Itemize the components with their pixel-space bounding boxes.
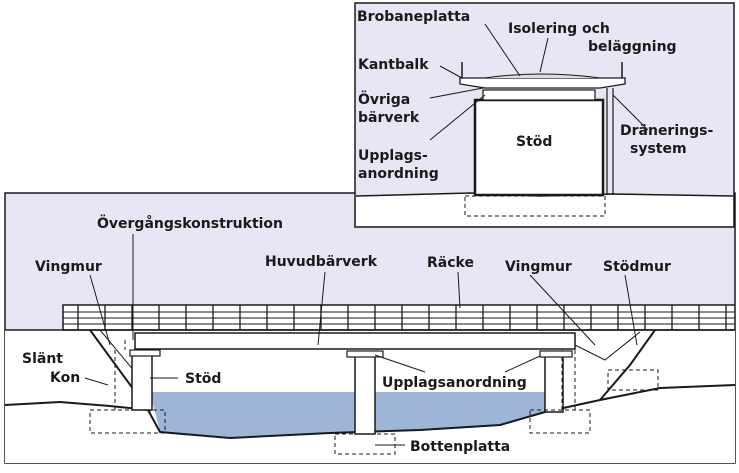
label-upplags-1: Upplags- <box>358 148 428 164</box>
label-stod-section: Stöd <box>516 134 552 150</box>
water <box>150 392 545 438</box>
section-surfacing <box>484 73 601 79</box>
label-vingmur-left: Vingmur <box>35 259 102 275</box>
label-brobaneplatta: Brobaneplatta <box>357 9 470 25</box>
bearing-left <box>129 349 161 357</box>
slope-left-inner <box>99 329 136 373</box>
leader-racke <box>457 271 461 309</box>
railing <box>62 304 735 331</box>
slope-right-inner <box>574 331 641 361</box>
leader-kantbalk <box>439 65 463 79</box>
pier-middle <box>354 355 376 435</box>
label-stod: Stöd <box>185 371 221 387</box>
label-overgangskonstruktion: Övergångskonstruktion <box>97 214 283 232</box>
leader-vingmur-left <box>89 274 111 346</box>
label-isolering-1: Isolering och <box>508 21 610 37</box>
foundation-left <box>89 409 166 434</box>
section-deck <box>459 77 626 89</box>
main-leaders <box>84 234 638 446</box>
leader-vingmur-right <box>529 274 596 346</box>
leader-brobaneplatta <box>484 23 521 77</box>
section-railing-posts <box>461 62 623 78</box>
label-racke: Räcke <box>427 255 474 271</box>
label-kon: Kon <box>50 370 80 386</box>
leader-kon <box>84 377 109 386</box>
section-leaders <box>429 23 649 141</box>
main-view: Övergångskonstruktion Vingmur Huvudbärve… <box>4 192 736 464</box>
label-upplagsanordning: Upplagsanordning <box>382 375 527 391</box>
leader-upplags <box>374 354 541 373</box>
bearing-middle <box>346 350 384 358</box>
leader-upplags-section <box>429 94 486 141</box>
main-girder <box>134 332 576 350</box>
leader-stodmur <box>624 274 638 346</box>
label-bottenplatta: Bottenplatta <box>410 439 510 455</box>
leader-huvudbarverk <box>317 271 326 346</box>
leader-ovriga <box>429 87 484 99</box>
label-slant: Slänt <box>22 351 63 367</box>
section-drainage <box>606 88 614 195</box>
foundation-right <box>529 409 591 434</box>
label-vingmur-right: Vingmur <box>505 259 572 275</box>
bearing-right <box>539 350 573 358</box>
label-kantbalk: Kantbalk <box>358 57 429 73</box>
label-ovriga-2: bärverk <box>358 110 420 126</box>
foundation-stodmur <box>607 369 659 391</box>
leader-dranerings <box>612 94 649 131</box>
section-bearing <box>482 89 596 101</box>
foundations-dashed <box>89 340 659 455</box>
abutment-left <box>131 354 153 411</box>
abutment-right <box>544 354 564 413</box>
label-upplags-2: anordning <box>358 166 439 182</box>
section-view: Brobaneplatta Isolering och beläggning K… <box>354 2 735 228</box>
leader-isolering <box>539 37 549 73</box>
foundation-left-guides <box>114 340 126 410</box>
railing-posts <box>77 305 727 330</box>
label-dranerings-1: Dränerings- <box>620 123 713 139</box>
label-ovriga-1: Övriga <box>358 90 410 108</box>
soil-below <box>5 385 735 463</box>
label-stodmur: Stödmur <box>603 259 671 275</box>
label-huvudbarverk: Huvudbärverk <box>265 254 378 270</box>
section-abutment <box>473 98 605 197</box>
foundation-right-guides <box>561 350 576 410</box>
label-dranerings-2: system <box>630 141 687 157</box>
foundation-middle <box>334 433 396 455</box>
section-ground <box>356 193 733 226</box>
slope-right <box>599 329 656 401</box>
label-isolering-2: beläggning <box>588 39 677 55</box>
